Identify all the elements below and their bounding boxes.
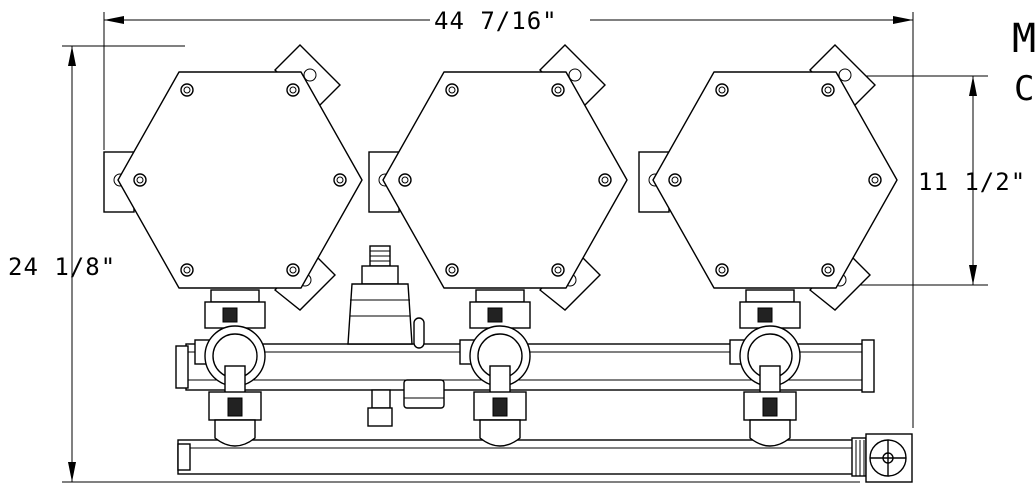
hex-bolt-center	[401, 176, 409, 184]
hex-housing	[117, 71, 363, 289]
valve-neck	[475, 289, 525, 303]
hex-bolt-center	[601, 176, 609, 184]
elbow-fitting	[214, 419, 256, 447]
bracket-bolt	[568, 68, 582, 82]
overall-width-label: 44 7/16"	[434, 7, 558, 35]
center-check-valve	[347, 245, 445, 427]
valve-neck	[745, 289, 795, 303]
hex-bolt	[133, 173, 147, 187]
hex-bolt	[821, 263, 835, 277]
overall-height-dimension: 24 1/8"	[8, 45, 860, 483]
elbow-fitting	[749, 419, 791, 447]
housing-unit	[368, 44, 628, 447]
hex-bolt-center	[289, 266, 297, 274]
overall-height-label: 24 1/8"	[8, 253, 116, 281]
valve-neck	[210, 289, 260, 303]
handwheel-valve	[865, 433, 913, 483]
hex-bolt	[715, 83, 729, 97]
lower-nut	[227, 397, 243, 417]
lower-nut	[762, 397, 778, 417]
overall-width-dimension: 44 7/16"	[103, 7, 914, 428]
hex-bolt	[668, 173, 682, 187]
hex-bolt-center	[671, 176, 679, 184]
hex-bolt	[821, 83, 835, 97]
hex-bolt-center	[824, 86, 832, 94]
hex-bolt-center	[554, 266, 562, 274]
hex-housing	[652, 71, 898, 289]
hex-bolt-center	[718, 86, 726, 94]
hex-bolt-center	[183, 266, 191, 274]
hex-bolt-center	[871, 176, 879, 184]
hex-housing	[382, 71, 628, 289]
union-nut	[222, 307, 238, 323]
housing-unit	[103, 44, 363, 447]
lower-nut	[492, 397, 508, 417]
title-partial-2: C	[1014, 69, 1035, 109]
hex-bolt	[180, 263, 194, 277]
title-partial-1: M	[1012, 16, 1036, 62]
hex-bolt-center	[183, 86, 191, 94]
hex-bolt	[551, 83, 565, 97]
hex-bolt	[445, 83, 459, 97]
hex-bolt-center	[448, 266, 456, 274]
hex-bolt	[286, 83, 300, 97]
hex-bolt	[715, 263, 729, 277]
hex-bolt-center	[336, 176, 344, 184]
elbow-fitting	[479, 419, 521, 447]
hex-bolt-center	[289, 86, 297, 94]
hex-bolt-center	[448, 86, 456, 94]
hex-bolt	[398, 173, 412, 187]
housing-unit	[638, 44, 898, 447]
hex-bolt	[286, 263, 300, 277]
hex-bolt-center	[718, 266, 726, 274]
housing-height-label: 11 1/2"	[918, 168, 1026, 196]
bracket-bolt	[838, 68, 852, 82]
hex-bolt	[868, 173, 882, 187]
housing-height-dimension: 11 1/2"	[848, 75, 1026, 286]
hex-bolt-center	[824, 266, 832, 274]
hex-bolt	[180, 83, 194, 97]
hex-bolt-center	[554, 86, 562, 94]
union-nut	[757, 307, 773, 323]
housing-units	[103, 44, 898, 447]
hex-bolt	[598, 173, 612, 187]
hex-bolt	[333, 173, 347, 187]
hex-bolt	[551, 263, 565, 277]
hex-bolt	[445, 263, 459, 277]
hex-bolt-center	[136, 176, 144, 184]
bracket-bolt	[303, 68, 317, 82]
union-nut	[487, 307, 503, 323]
